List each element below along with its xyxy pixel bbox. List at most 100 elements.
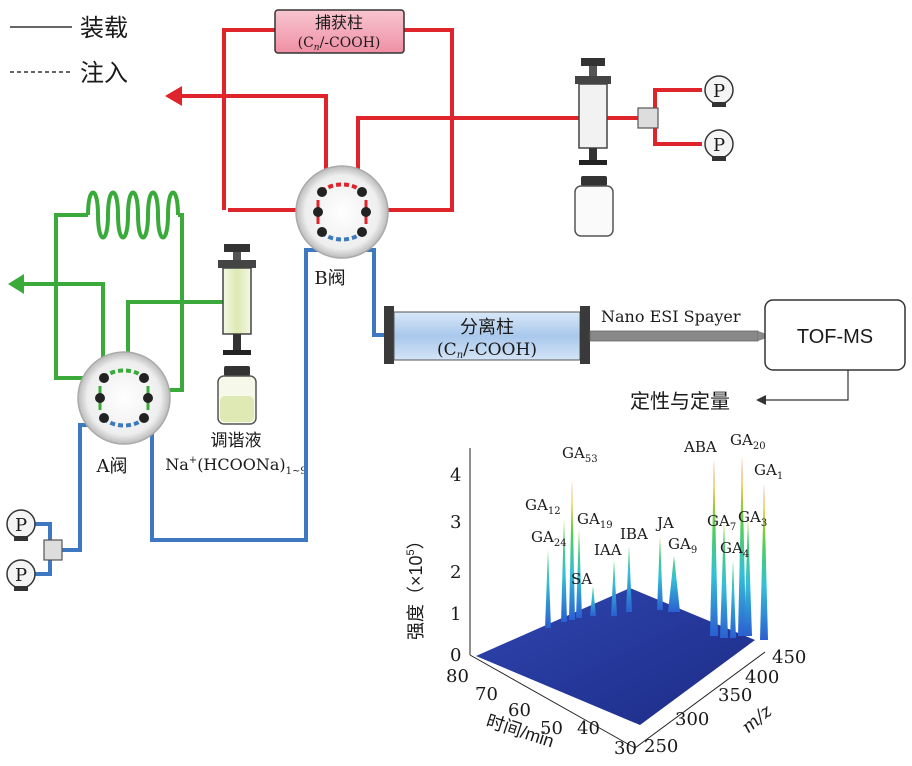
- pump-label: P: [15, 515, 27, 536]
- tof-ms-label: TOF-MS: [797, 326, 873, 348]
- syringe-tuning: [217, 244, 257, 425]
- time-tick-label: 60: [508, 700, 531, 721]
- peak-aba: [710, 460, 718, 636]
- valve-b-label: B阀: [314, 268, 345, 289]
- peak-iaa: [611, 560, 617, 616]
- pump-base: [14, 536, 28, 541]
- time-axis-line: [469, 654, 636, 749]
- syringe-tuning-flange: [218, 260, 256, 268]
- peak-ga24: [545, 550, 551, 628]
- peak-label: IAA: [594, 541, 622, 559]
- tuning-solution-label: 调谐液: [211, 431, 262, 450]
- pump-label: P: [15, 565, 27, 586]
- mz-tick-label: 450: [772, 647, 806, 668]
- pump-top-1: P: [704, 75, 734, 107]
- peak-label: JA: [655, 514, 674, 532]
- syringe-tuning-needle: [233, 334, 241, 350]
- syringe-tuning-tip: [223, 350, 251, 355]
- green-waste-arrow: [8, 274, 24, 294]
- vial-top-body: [574, 185, 614, 237]
- mz-tick-label: 400: [745, 667, 779, 688]
- valve-b-port: [313, 207, 323, 217]
- pump-label: P: [713, 81, 725, 102]
- vial-top-cap: [581, 176, 607, 186]
- green-tube-waste: [22, 282, 105, 370]
- tee-connector-top: [637, 107, 659, 129]
- peak-label: GA9: [668, 535, 697, 556]
- valve-a: [77, 351, 171, 445]
- separation-column-formula: (Cn/-COOH): [437, 340, 537, 361]
- red-tube-pump2: [653, 126, 702, 146]
- peak-ga20: [738, 456, 746, 636]
- nano-esi-tube: [589, 330, 759, 342]
- time-tick-label: 30: [614, 738, 637, 759]
- z-axis-label: 强度（×105）: [405, 531, 426, 640]
- time-tick-label: 70: [475, 684, 498, 705]
- z-ticks: 0 1 2 3 4: [450, 465, 461, 666]
- peak-ga53: [569, 480, 575, 620]
- output-arrow-line: [764, 370, 849, 401]
- chart-3d: GA53 GA12 GA19 GA24 SA IAA IBA JA GA9 AB…: [405, 431, 806, 759]
- pump-base: [712, 102, 726, 107]
- valve-a-port: [99, 373, 109, 383]
- vial-tuning-cap: [224, 366, 250, 376]
- valve-b-body: [295, 165, 389, 259]
- syringe-top-barrel: [578, 83, 608, 149]
- syringe-tuning-rod: [233, 252, 241, 260]
- blue-tube-a-pump: [62, 423, 100, 552]
- peak-labels: GA53 GA12 GA19 GA24 SA IAA IBA JA GA9 AB…: [525, 431, 783, 588]
- peak-label: ABA: [683, 438, 717, 456]
- pump-base: [712, 156, 726, 161]
- peak-ja: [657, 536, 663, 610]
- valve-a-port: [139, 373, 149, 383]
- time-tick-label: 50: [540, 718, 563, 739]
- red-tube-waste: [175, 94, 328, 190]
- valve-a-label: A阀: [96, 456, 128, 477]
- legend: 装载 注入: [10, 15, 128, 87]
- separation-column: 分离柱 (Cn/-COOH): [384, 306, 590, 364]
- valve-b-port: [317, 187, 327, 197]
- red-tube-syringe: [356, 116, 580, 190]
- time-tick-label: 80: [446, 666, 469, 687]
- peak-ga9: [668, 556, 680, 612]
- separation-column-label: 分离柱: [460, 317, 514, 337]
- green-circuit: [22, 190, 228, 392]
- chart-surface: [476, 588, 755, 725]
- valve-a-body: [77, 351, 171, 445]
- valve-a-port: [143, 393, 153, 403]
- syringe-tuning-cap: [224, 244, 250, 252]
- tof-ms-box: [764, 299, 906, 371]
- pump-label: P: [713, 135, 725, 156]
- trap-column-label: 捕获柱: [315, 14, 363, 32]
- valve-a-port: [99, 413, 109, 423]
- mz-ticks: 250 300 350 400 450: [644, 647, 806, 757]
- z-tick-label: 2: [450, 562, 461, 583]
- output-arrow-head: [756, 395, 766, 405]
- pump-top-2: P: [704, 129, 734, 161]
- syringe-top-needle: [589, 148, 597, 162]
- peak-label: GA3: [738, 508, 767, 529]
- mz-axis-line: [634, 651, 766, 749]
- syringe-pump-top: [574, 58, 659, 237]
- peak-label: GA4: [720, 539, 749, 560]
- green-coil: [86, 190, 180, 240]
- trap-column: 捕获柱 (Cn/-COOH): [274, 9, 405, 54]
- blue-tube-b-to-column: [366, 248, 386, 337]
- tee-connector-left: [43, 539, 63, 561]
- time-tick-label: 40: [577, 718, 600, 739]
- green-tube-left: [54, 213, 90, 380]
- separation-column-endcap-right: [580, 306, 590, 364]
- valve-b-port: [361, 207, 371, 217]
- mz-tick-label: 350: [718, 685, 752, 706]
- red-circuit: [175, 28, 702, 212]
- vial-tuning-liquid: [220, 396, 254, 422]
- valve-b-port: [357, 187, 367, 197]
- valve-b-port: [317, 227, 327, 237]
- trap-column-body: [274, 9, 405, 54]
- pump-base: [14, 586, 28, 591]
- syringe-top-cap: [581, 58, 605, 66]
- peak-ga12: [561, 518, 567, 622]
- legend-load-label: 装载: [80, 15, 128, 42]
- valve-b: [295, 165, 389, 259]
